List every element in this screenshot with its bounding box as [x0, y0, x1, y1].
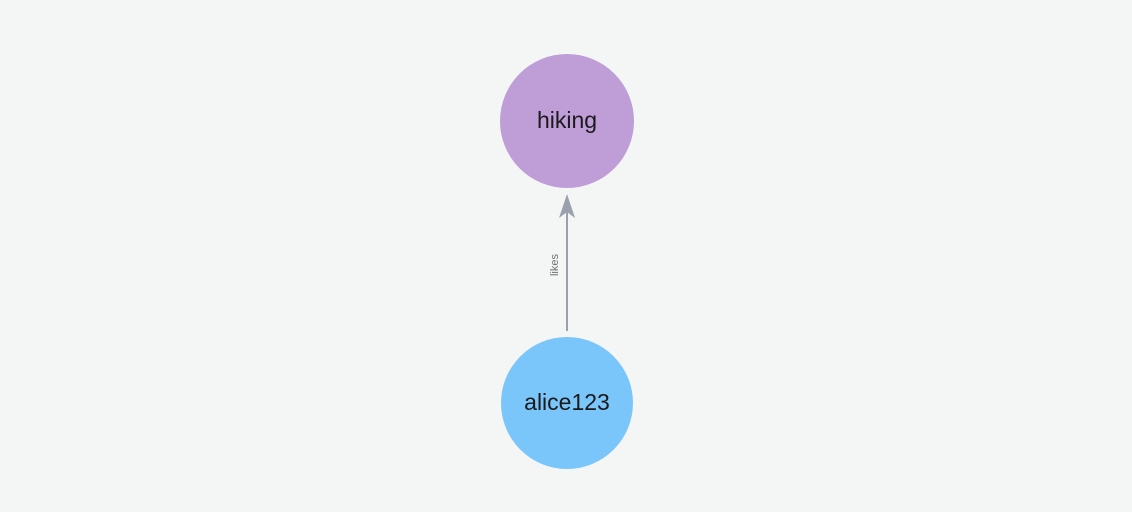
node-hiking-circle[interactable] — [500, 54, 634, 188]
node-alice123-label: alice123 — [524, 389, 610, 415]
node-hiking-label: hiking — [537, 107, 597, 133]
node-alice123-circle[interactable] — [501, 337, 633, 469]
node-alice123[interactable]: alice123 — [501, 337, 633, 469]
edge-label-likes: likes — [549, 254, 561, 277]
edge-alice123-likes-hiking[interactable]: likes — [549, 194, 575, 331]
node-hiking[interactable]: hiking — [500, 54, 634, 188]
edge-arrowhead-icon — [559, 194, 575, 218]
